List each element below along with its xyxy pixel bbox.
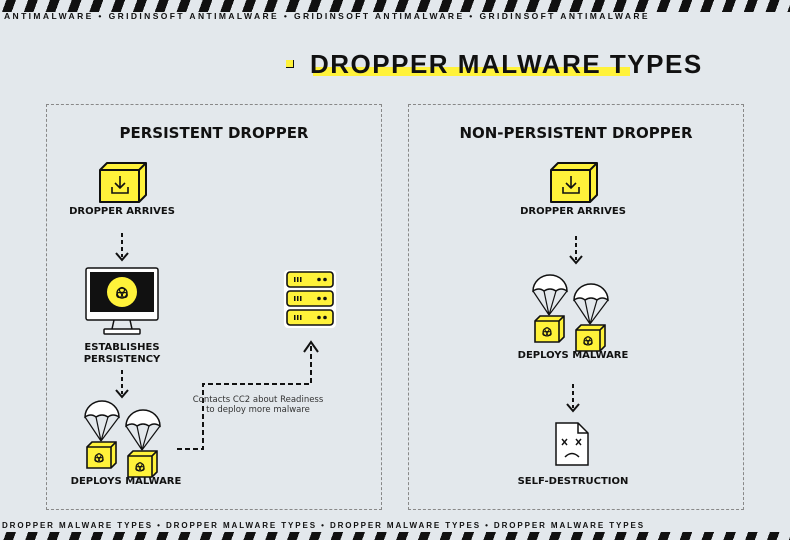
parachute-malware-icon bbox=[85, 401, 160, 477]
persistent-panel bbox=[46, 104, 382, 510]
non-persistent-title: NON-PERSISTENT DROPPER bbox=[459, 124, 693, 142]
page-title: DROPPER MALWARE TYPES bbox=[310, 49, 703, 79]
step-dropper-arrives: DROPPER ARRIVES bbox=[520, 206, 626, 217]
sad-document-icon bbox=[555, 422, 589, 466]
arrow-down-icon bbox=[569, 235, 583, 264]
server-icon bbox=[284, 270, 336, 328]
step-dropper-arrives: DROPPER ARRIVES bbox=[69, 206, 175, 217]
bottom-ticker: DROPPER MALWARE TYPES • DROPPER MALWARE … bbox=[2, 521, 645, 530]
step-deploys-malware: DEPLOYS MALWARE bbox=[70, 476, 182, 487]
cc2-connection-arrow-icon bbox=[177, 340, 319, 450]
non-persistent-panel bbox=[408, 104, 744, 510]
persistent-title: PERSISTENT DROPPER bbox=[119, 124, 309, 142]
arrow-down-icon bbox=[115, 232, 129, 261]
step-establishes-persistency: ESTABLISHES PERSISTENCY bbox=[83, 342, 161, 365]
infected-monitor-icon bbox=[85, 267, 159, 335]
top-hazard-stripes bbox=[0, 0, 790, 12]
bottom-hazard-stripes bbox=[0, 532, 790, 540]
top-ticker: ANTIMALWARE • GRIDINSOFT ANTIMALWARE • G… bbox=[4, 11, 650, 21]
arrow-down-icon bbox=[566, 383, 580, 412]
title-highlight bbox=[313, 67, 630, 76]
dropper-box-icon bbox=[550, 162, 598, 203]
step-deploys-malware: DEPLOYS MALWARE bbox=[517, 350, 629, 361]
cc2-note: Contacts CC2 about Readiness to deploy m… bbox=[192, 395, 324, 415]
parachute-malware-icon bbox=[533, 275, 608, 351]
title-bullet bbox=[286, 60, 294, 68]
dropper-box-icon bbox=[99, 162, 147, 203]
arrow-down-icon bbox=[115, 369, 129, 398]
step-self-destruction: SELF-DESTRUCTION bbox=[517, 476, 629, 487]
